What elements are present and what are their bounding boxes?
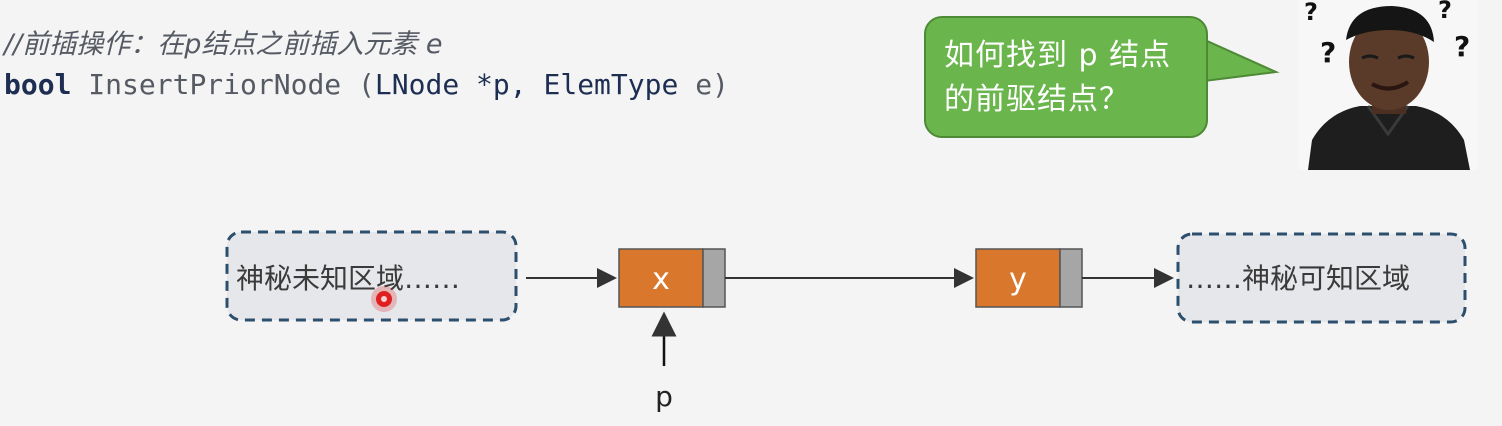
keyword-bool: bool bbox=[4, 68, 72, 101]
question-mark-4: ? bbox=[1454, 30, 1470, 63]
speech-bubble-tail bbox=[1196, 34, 1280, 84]
param1-type: LNode bbox=[374, 68, 460, 101]
function-name: InsertPriorNode bbox=[88, 68, 342, 101]
question-mark-3: ? bbox=[1438, 0, 1452, 24]
right-region-label: ……神秘可知区域 bbox=[1186, 262, 1410, 295]
param2-name: e) bbox=[695, 68, 729, 101]
speech-bubble: 如何找到 p 结点的前驱结点？ bbox=[924, 16, 1208, 138]
param1-name: *p, bbox=[476, 68, 527, 101]
node-y-next bbox=[1059, 248, 1083, 308]
question-mark-2: ? bbox=[1320, 36, 1336, 69]
node-x-next bbox=[702, 248, 726, 308]
node-x-label: x bbox=[652, 262, 670, 297]
cursor-dot-center bbox=[381, 296, 387, 302]
node-y-label: y bbox=[1009, 262, 1027, 297]
open-paren: ( bbox=[358, 68, 375, 101]
speech-bubble-text: 如何找到 p 结点的前驱结点？ bbox=[944, 38, 1172, 117]
right-known-region bbox=[1176, 232, 1467, 324]
param2-type: ElemType bbox=[543, 68, 679, 101]
confused-person-illustration: ? ? ? ? bbox=[1298, 0, 1478, 170]
left-unknown-region bbox=[225, 230, 518, 322]
pointer-p-label: p bbox=[655, 380, 673, 413]
node-x-data bbox=[618, 248, 704, 308]
question-mark-1: ? bbox=[1304, 0, 1318, 26]
left-region-label: 神秘未知区域…… bbox=[236, 262, 460, 295]
function-signature: bool InsertPriorNode (LNode *p, ElemType… bbox=[4, 68, 729, 101]
code-comment: //前插操作：在p结点之前插入元素 e bbox=[4, 29, 443, 60]
